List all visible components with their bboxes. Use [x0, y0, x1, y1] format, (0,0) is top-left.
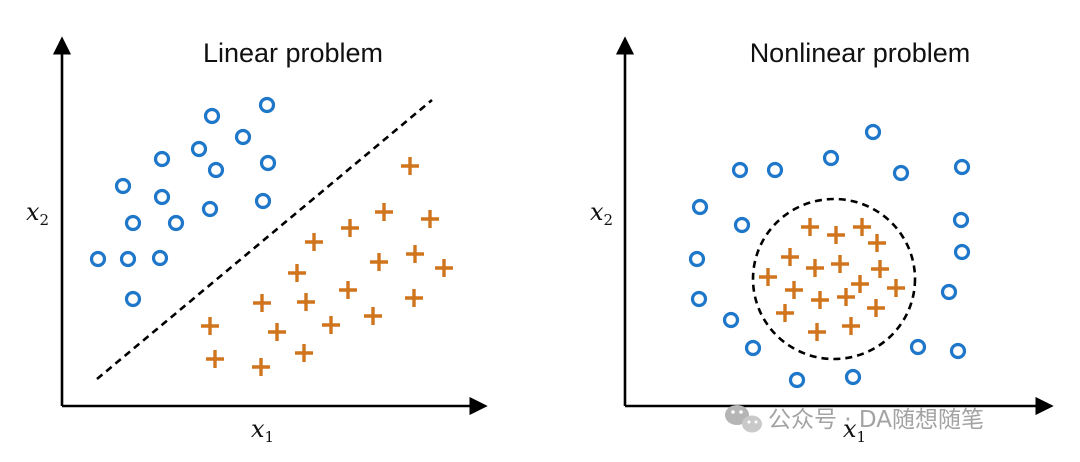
circle-point	[844, 368, 862, 386]
plus-point	[201, 317, 219, 335]
circle-point	[690, 290, 708, 308]
linear-decision-boundary	[96, 99, 433, 380]
plus-point	[401, 157, 419, 175]
x-axis-label-left: x1	[251, 415, 274, 446]
plus-point	[806, 259, 824, 277]
plus-point	[341, 219, 359, 237]
circle-point	[940, 283, 958, 301]
plus-point	[785, 281, 803, 299]
plus-point	[405, 289, 423, 307]
circle-point	[234, 128, 252, 146]
plus-point	[435, 259, 453, 277]
plus-point	[295, 344, 313, 362]
circle-point	[722, 311, 740, 329]
plus-point	[252, 358, 270, 376]
watermark: 公众号 · DA随想随笔	[725, 405, 984, 433]
panel-title-nonlinear: Nonlinear problem	[750, 38, 971, 68]
plus-point	[206, 350, 224, 368]
plus-point	[871, 260, 889, 278]
plus-point	[801, 218, 819, 236]
plus-point	[781, 248, 799, 266]
plus-point	[305, 233, 323, 251]
x-axis-label-right: x1	[843, 415, 866, 446]
plus-point	[375, 203, 393, 221]
circle-point	[124, 214, 142, 232]
circle-point	[952, 211, 970, 229]
circle-point	[119, 250, 137, 268]
plus-point	[268, 323, 286, 341]
circle-point	[822, 149, 840, 167]
plus-point	[253, 294, 271, 312]
y-axis-label-left: x2	[26, 198, 49, 229]
plus-point	[853, 218, 871, 236]
data-points-nonlinear	[688, 123, 971, 389]
plus-point	[339, 281, 357, 299]
circle-point	[864, 123, 882, 141]
plus-point	[297, 293, 315, 311]
circle-point	[114, 177, 132, 195]
circle-point	[892, 164, 910, 182]
circle-point	[124, 290, 142, 308]
plus-point	[759, 268, 777, 286]
circle-point	[254, 192, 272, 210]
plus-point	[370, 253, 388, 271]
circle-point	[153, 188, 171, 206]
panel-title-linear: Linear problem	[203, 38, 383, 68]
plus-point	[851, 275, 869, 293]
plus-point	[868, 234, 886, 252]
wechat-icon	[725, 405, 762, 433]
circle-point	[167, 214, 185, 232]
circle-point	[89, 250, 107, 268]
plus-point	[811, 291, 829, 309]
circle-point	[688, 250, 706, 268]
circle-point	[733, 216, 751, 234]
circle-point	[258, 96, 276, 114]
circle-point	[788, 371, 806, 389]
plus-point	[831, 255, 849, 273]
watermark-text: 公众号 · DA随想随笔	[768, 407, 984, 433]
data-points-linear	[89, 96, 453, 376]
circle-point	[909, 338, 927, 356]
circle-point	[949, 342, 967, 360]
circle-point	[207, 161, 225, 179]
plus-point	[837, 288, 855, 306]
circle-point	[153, 150, 171, 168]
plus-point	[827, 226, 845, 244]
nonlinear-decision-boundary	[751, 197, 917, 361]
plus-point	[322, 316, 340, 334]
circle-point	[953, 243, 971, 261]
circle-point	[731, 161, 749, 179]
plus-point	[776, 304, 794, 322]
circle-point	[744, 339, 762, 357]
panel-nonlinear: Nonlinear problem x2 x1	[590, 36, 1054, 446]
circle-point	[201, 200, 219, 218]
panel-linear: Linear problem x2 x1	[26, 36, 488, 446]
circle-point	[203, 107, 221, 125]
circle-point	[259, 154, 277, 172]
plus-point	[421, 210, 439, 228]
plus-point	[842, 317, 860, 335]
plus-point	[867, 299, 885, 317]
y-axis-label-right: x2	[590, 198, 613, 229]
circle-point	[190, 140, 208, 158]
circle-point	[953, 158, 971, 176]
plus-point	[406, 245, 424, 263]
plus-point	[808, 323, 826, 341]
plus-point	[887, 279, 905, 297]
plus-point	[364, 307, 382, 325]
circle-point	[766, 161, 784, 179]
circle-point	[151, 249, 169, 267]
circle-point	[691, 198, 709, 216]
plus-point	[288, 264, 306, 282]
